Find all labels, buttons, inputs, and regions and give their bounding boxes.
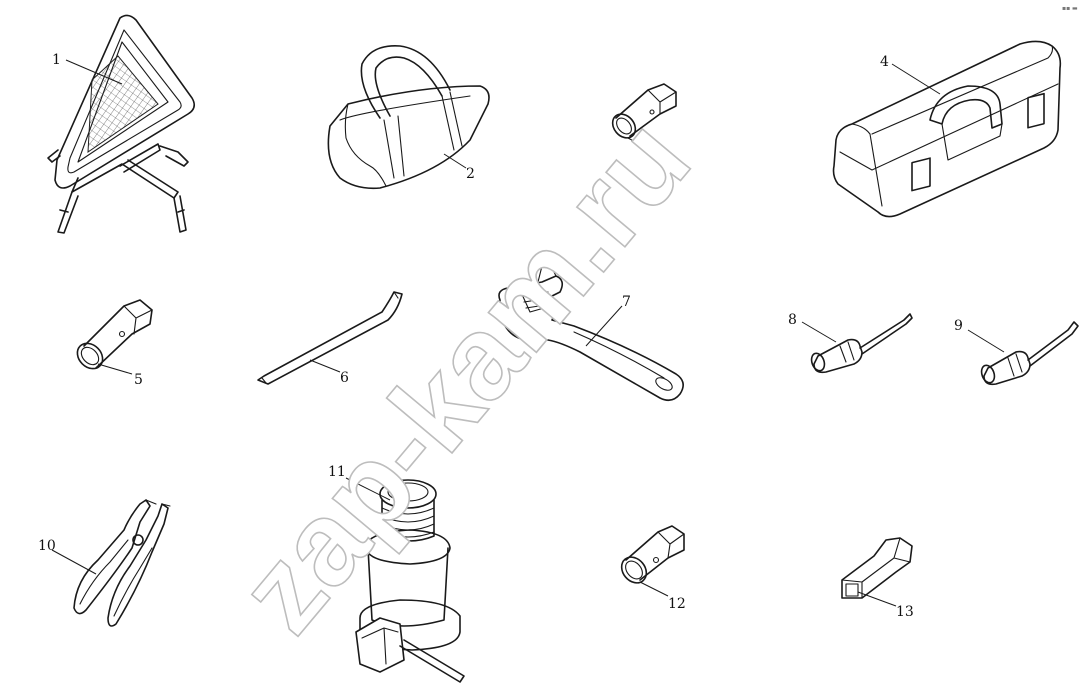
callout-8: 8 [788,312,797,328]
warning-triangle: 1 [47,14,196,234]
adjustable-wrench: 7 [498,263,684,402]
callout-5: 5 [134,372,143,388]
socket-wrench-12: 12 [620,525,686,612]
screwdriver-cross: 9 [954,318,1079,386]
watermark: zap-kam.ru [214,95,716,657]
callout-7: 7 [622,294,631,310]
screwdriver-flat: 8 [788,312,913,374]
callout-10: 10 [38,538,56,554]
callout-13: 13 [896,604,914,620]
tool-bag: 2 [327,45,490,190]
callout-12: 12 [668,596,686,612]
bottle-jack: 11 [328,464,465,683]
socket-wrench-3: 3 [611,83,677,166]
callout-6: 6 [340,370,349,386]
square-adapter: 13 [841,537,914,620]
callout-1: 1 [52,52,61,68]
pry-bar: 6 [257,291,403,386]
socket-wrench-5: 5 [76,299,153,388]
callout-11: 11 [328,464,346,480]
callout-2: 2 [466,166,475,182]
callout-3: 3 [654,150,663,166]
tool-case: 4 [832,40,1062,218]
callout-4: 4 [880,54,889,70]
pliers: 10 [38,499,171,627]
callout-9: 9 [954,318,963,334]
corner-mark: ▪▪ ▬ [1062,5,1078,12]
